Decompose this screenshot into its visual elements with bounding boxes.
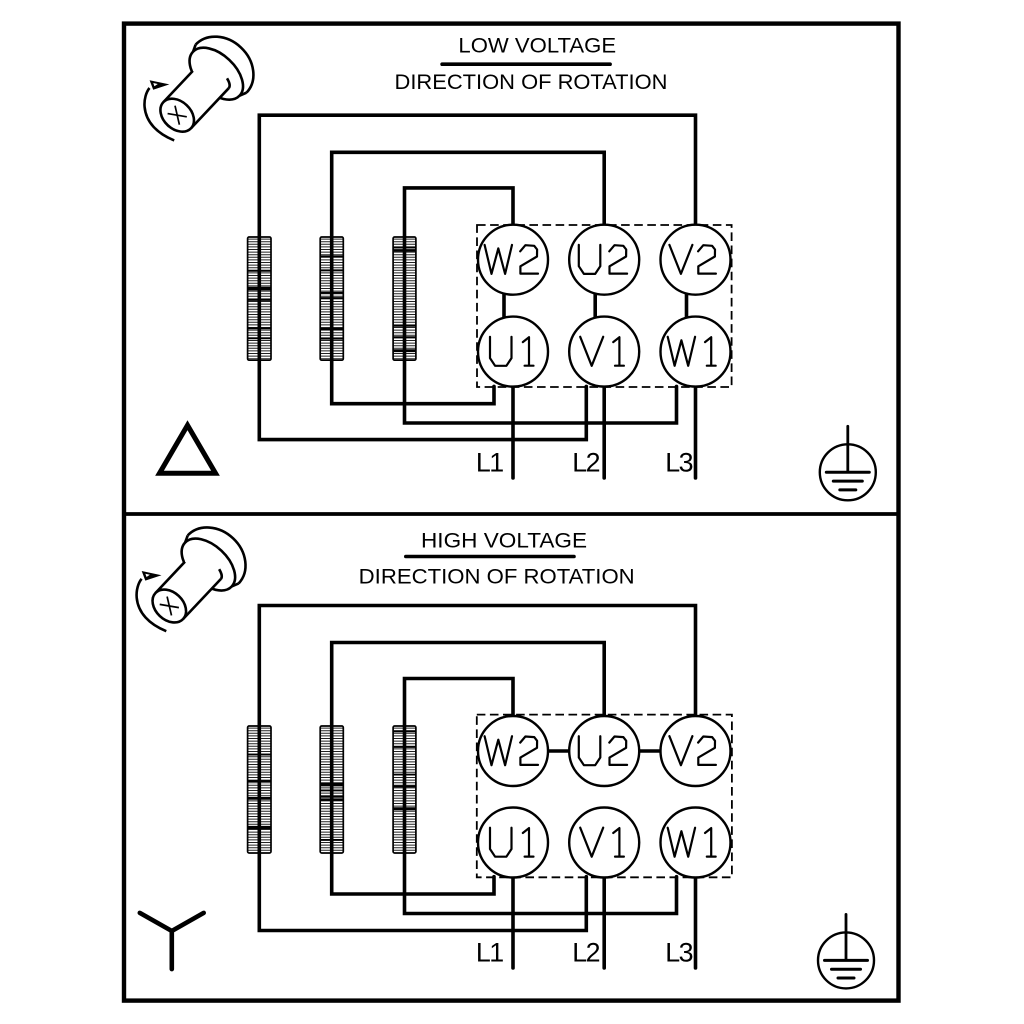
svg-text:HIGH VOLTAGE: HIGH VOLTAGE: [421, 529, 587, 553]
svg-text:L2: L2: [572, 937, 599, 967]
svg-text:L1: L1: [476, 937, 503, 967]
svg-text:LOW VOLTAGE: LOW VOLTAGE: [458, 34, 616, 58]
svg-text:L3: L3: [665, 937, 692, 967]
svg-text:L2: L2: [572, 447, 599, 477]
svg-text:L3: L3: [665, 447, 692, 477]
svg-text:DIRECTION OF ROTATION: DIRECTION OF ROTATION: [359, 565, 635, 589]
svg-text:DIRECTION OF ROTATION: DIRECTION OF ROTATION: [395, 70, 668, 94]
svg-text:L1: L1: [476, 447, 503, 477]
